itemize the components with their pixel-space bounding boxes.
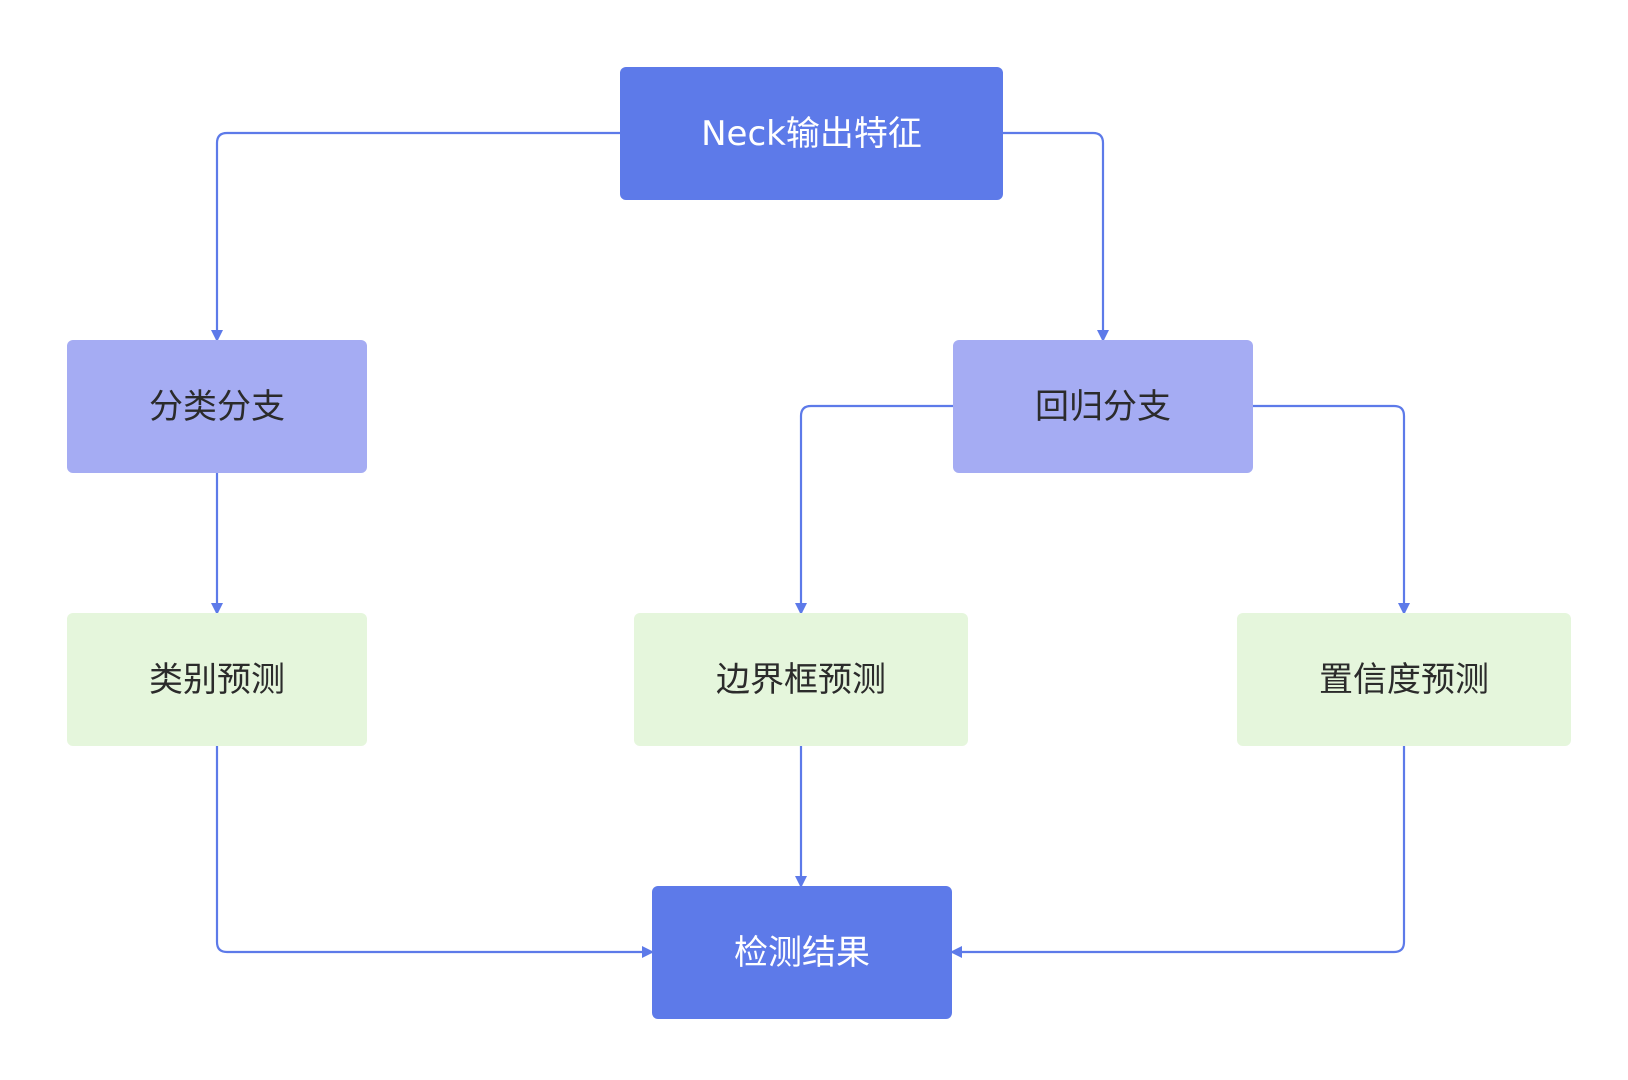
node-regression-branch-label: 回归分支 [1035,386,1171,427]
node-bbox-prediction-label: 边界框预测 [716,659,886,700]
edge-cls-pred-to-result [215,746,654,958]
node-confidence-prediction-label: 置信度预测 [1319,659,1489,700]
node-detection-result: 检测结果 [652,886,952,1019]
edge-reg-branch-to-conf-pred [1253,404,1410,615]
node-detection-result-label: 检测结果 [734,932,870,973]
edge-reg-branch-to-box-pred [795,404,953,615]
node-class-prediction: 类别预测 [67,613,367,746]
node-regression-branch: 回归分支 [953,340,1253,473]
node-bbox-prediction: 边界框预测 [634,613,968,746]
node-classification-branch-label: 分类分支 [149,386,285,427]
node-neck-output-features: Neck输出特征 [620,67,1003,200]
edge-neck-to-cls-branch [211,131,620,342]
node-neck-label: Neck输出特征 [701,113,922,154]
node-class-prediction-label: 类别预测 [149,659,285,700]
edge-conf-pred-to-result [950,746,1406,958]
node-classification-branch: 分类分支 [67,340,367,473]
edge-neck-to-reg-branch [1003,131,1109,342]
node-confidence-prediction: 置信度预测 [1237,613,1571,746]
